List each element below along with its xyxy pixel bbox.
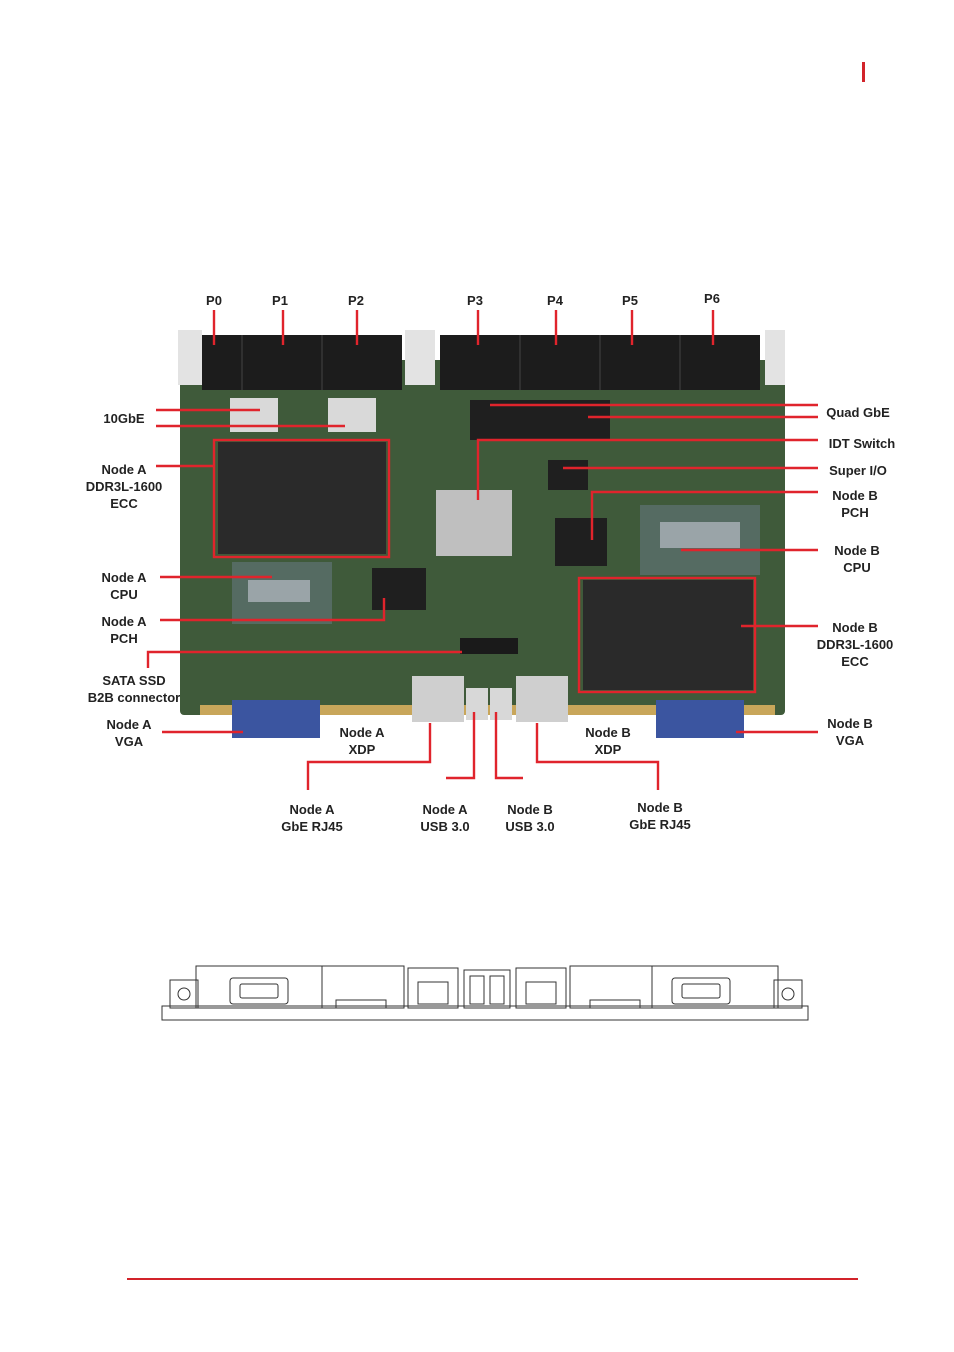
label-node-b-xdp-2: XDP	[595, 742, 622, 757]
label-node-a-usb-1: Node A	[422, 802, 468, 817]
label-p5: P5	[622, 293, 638, 308]
label-p2: P2	[348, 293, 364, 308]
footer-rule	[127, 1278, 858, 1280]
label-node-a-pch-2: PCH	[110, 631, 137, 646]
label-node-b-ddr-3: ECC	[841, 654, 869, 669]
label-node-a-vga-1: Node A	[106, 717, 152, 732]
label-sata-ssd-1: SATA SSD	[102, 673, 165, 688]
label-node-b-ddr-1: Node B	[832, 620, 878, 635]
callout-lines	[146, 310, 818, 790]
label-node-a-ddr-2: DDR3L-1600	[86, 479, 163, 494]
label-quad-gbe: Quad GbE	[826, 405, 890, 420]
header-accent-bar	[862, 62, 865, 82]
label-super-io: Super I/O	[829, 463, 887, 478]
label-node-b-pch-2: PCH	[841, 505, 868, 520]
label-node-b-rj45-2: GbE RJ45	[629, 817, 690, 832]
label-node-a-cpu-1: Node A	[101, 570, 147, 585]
label-p6: P6	[704, 291, 720, 306]
label-node-a-usb-2: USB 3.0	[420, 819, 469, 834]
label-node-a-ddr-3: ECC	[110, 496, 138, 511]
board-photo	[178, 330, 785, 738]
label-p4: P4	[547, 293, 564, 308]
label-p1: P1	[272, 293, 288, 308]
label-node-b-usb-1: Node B	[507, 802, 553, 817]
label-10gbe: 10GbE	[103, 411, 145, 426]
label-node-a-rj45-1: Node A	[289, 802, 335, 817]
label-node-b-cpu-1: Node B	[834, 543, 880, 558]
label-node-b-ddr-2: DDR3L-1600	[817, 637, 894, 652]
label-p0: P0	[206, 293, 222, 308]
callout-labels: P0 P1 P2 P3 P4 P5 P6 10GbE Node A DDR3L-…	[86, 291, 896, 834]
label-node-b-vga-1: Node B	[827, 716, 873, 731]
label-node-b-usb-2: USB 3.0	[505, 819, 554, 834]
label-sata-ssd-2: B2B connector	[88, 690, 180, 705]
label-node-b-pch-1: Node B	[832, 488, 878, 503]
label-idt-switch: IDT Switch	[829, 436, 896, 451]
label-node-b-xdp-1: Node B	[585, 725, 631, 740]
label-node-a-xdp-1: Node A	[339, 725, 385, 740]
label-node-a-cpu-2: CPU	[110, 587, 137, 602]
label-node-a-ddr-1: Node A	[101, 462, 147, 477]
label-node-b-rj45-1: Node B	[637, 800, 683, 815]
label-node-b-vga-2: VGA	[836, 733, 865, 748]
label-node-a-xdp-2: XDP	[349, 742, 376, 757]
label-p3: P3	[467, 293, 483, 308]
label-node-b-cpu-2: CPU	[843, 560, 870, 575]
faceplate-drawing	[161, 965, 809, 1021]
label-node-a-vga-2: VGA	[115, 734, 144, 749]
label-node-a-pch-1: Node A	[101, 614, 147, 629]
board-layout-figure: P0 P1 P2 P3 P4 P5 P6 10GbE Node A DDR3L-…	[86, 291, 896, 834]
label-node-a-rj45-2: GbE RJ45	[281, 819, 342, 834]
